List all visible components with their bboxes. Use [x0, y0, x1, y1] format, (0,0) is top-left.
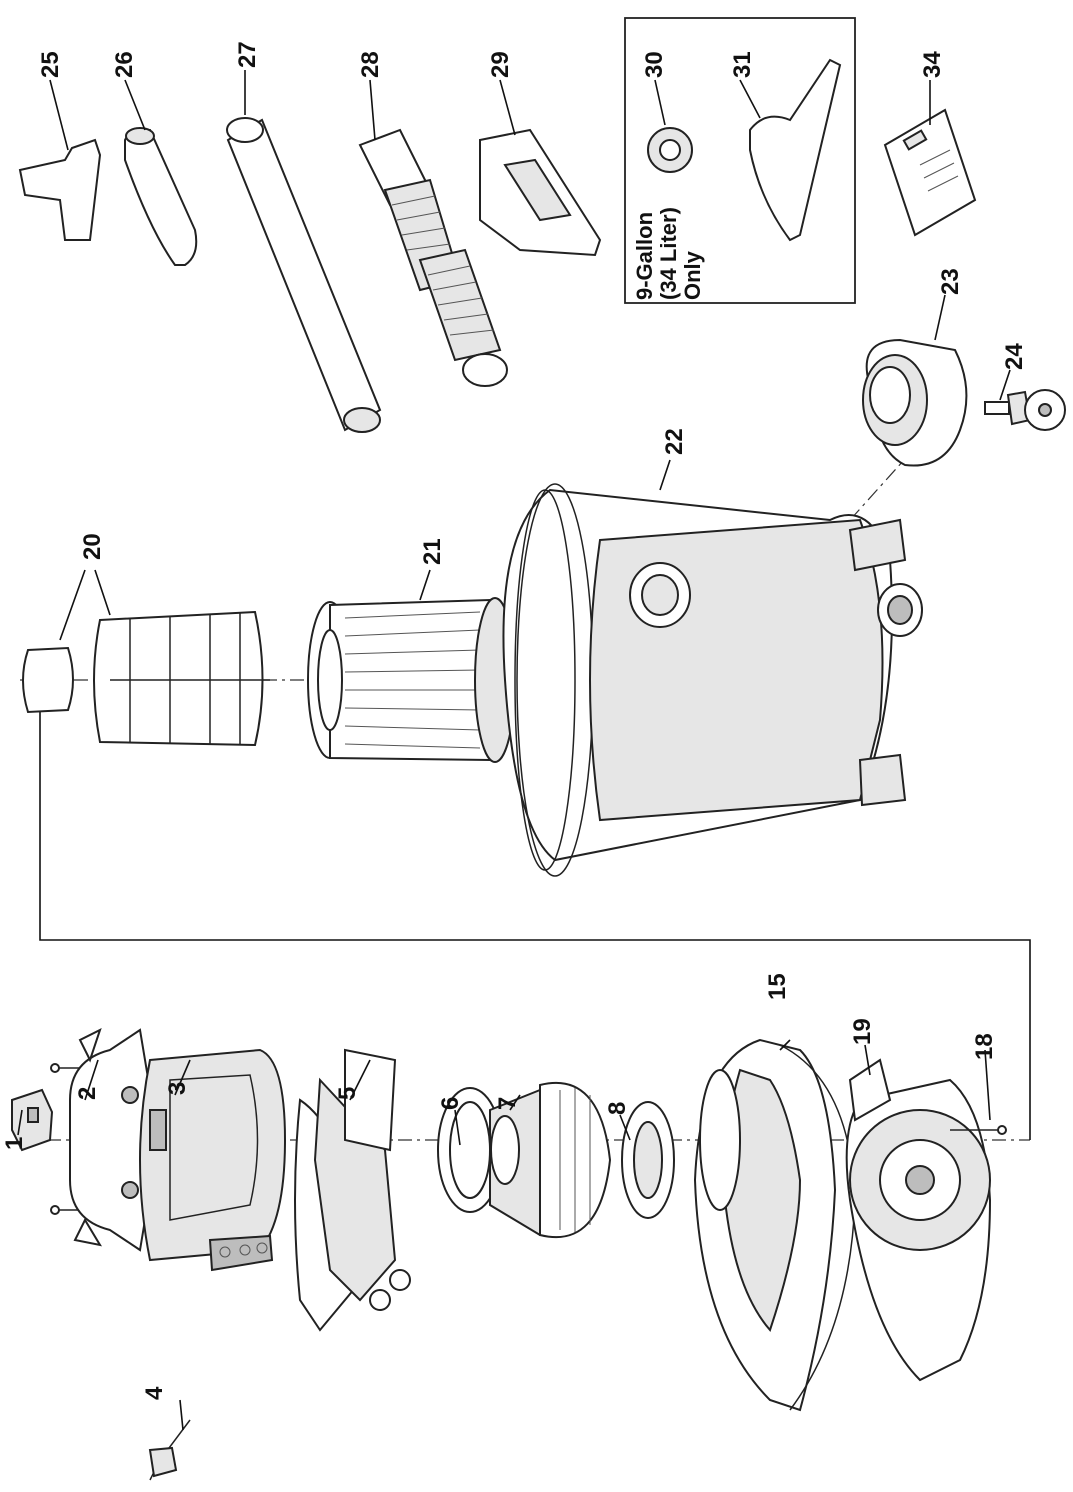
part-21-cartridge-filter — [307, 597, 516, 763]
callout-3: 3 — [164, 1082, 191, 1095]
callout-25: 25 — [37, 51, 64, 78]
part-34-manual — [883, 108, 977, 237]
callout-2: 2 — [74, 1087, 101, 1100]
callout-31: 31 — [729, 51, 756, 78]
callout-5: 5 — [334, 1087, 361, 1100]
part-24-caster-wheel — [984, 389, 1066, 431]
callout-34: 34 — [919, 51, 946, 78]
callout-29: 29 — [487, 51, 514, 78]
inset-note-line-3: Only — [680, 250, 705, 300]
part-4-power-cord — [148, 1419, 191, 1481]
part-28-hose — [358, 128, 508, 387]
callout-19: 19 — [849, 1018, 876, 1045]
callout-20: 20 — [79, 533, 106, 560]
part-27-extension-wand — [226, 117, 382, 433]
part-29-accessory-holder — [479, 128, 602, 257]
callout-26: 26 — [111, 51, 138, 78]
part-30-adapter — [647, 127, 693, 173]
part-8-seal — [621, 1101, 675, 1219]
inset-9-gallon-box: 9-Gallon (34 Liter) Only — [624, 17, 856, 304]
callout-1: 1 — [1, 1137, 28, 1150]
inset-note-line-1: 9-Gallon — [632, 212, 657, 300]
part-26-crevice-tool — [124, 127, 198, 266]
callout-30: 30 — [641, 51, 668, 78]
part-23-caster-foot — [862, 338, 968, 467]
callout-7: 7 — [494, 1097, 521, 1110]
callout-6: 6 — [437, 1097, 464, 1110]
callout-4: 4 — [141, 1386, 168, 1400]
part-31-floor-nozzle — [749, 58, 842, 242]
part-15-lid — [693, 1038, 856, 1412]
part-3-motor-cover — [69, 1028, 287, 1272]
callout-23: 23 — [937, 268, 964, 295]
part-1-switch — [11, 1088, 54, 1152]
callout-labels: 1 2 3 4 5 6 7 8 15 19 18 20 21 22 23 24 … — [1, 41, 1028, 1400]
callout-28: 28 — [357, 51, 384, 78]
callout-18: 18 — [971, 1033, 998, 1060]
part-5-motor-housing — [294, 1048, 411, 1332]
part-22-drum — [502, 483, 923, 877]
part-19-filter-plate — [845, 1058, 992, 1382]
part-18-screw — [950, 1125, 1007, 1135]
part-25-nozzle — [18, 138, 102, 241]
callout-22: 22 — [661, 428, 688, 455]
callout-21: 21 — [419, 538, 446, 565]
callout-8: 8 — [604, 1102, 631, 1115]
leader-lines — [17, 70, 1011, 1431]
callout-15: 15 — [764, 973, 791, 1000]
callout-27: 27 — [234, 41, 261, 68]
callout-24: 24 — [1001, 343, 1028, 370]
inset-note-line-2: (34 Liter) — [656, 207, 681, 300]
part-20-foam-filter — [22, 610, 270, 747]
part-7-motor — [489, 1081, 612, 1239]
